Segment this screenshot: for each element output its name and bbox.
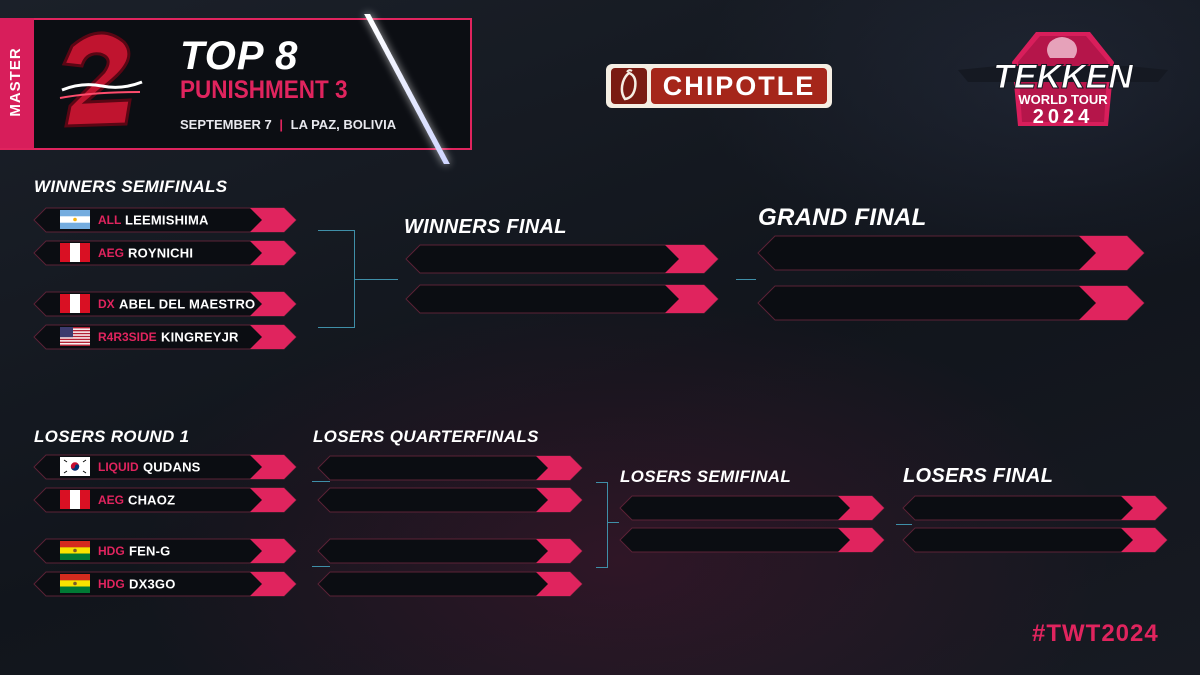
slot-shape	[405, 244, 719, 274]
slot-shape	[757, 285, 1145, 321]
connector-line	[355, 279, 398, 280]
slot-grand-final-2	[757, 285, 1145, 321]
slot-shape	[619, 495, 885, 521]
team-tag: DX	[98, 297, 115, 311]
team-tag: HDG	[98, 544, 125, 558]
peru-flag-icon	[60, 294, 90, 313]
slot-winners-semifinal-4: R4R3SIDE KINGREYJR	[33, 324, 297, 350]
slot-shape	[33, 487, 297, 513]
player-name: CHAOZ	[128, 492, 176, 508]
tekken-world-tour-logo: TEKKEN WORLD TOUR 2024	[958, 32, 1168, 128]
event-date-location: SEPTEMBER 7 | LA PAZ, BOLIVIA	[180, 117, 396, 132]
slot-shape	[757, 235, 1145, 271]
slot-shape	[33, 240, 297, 266]
peru-flag-icon	[60, 490, 90, 509]
heading-grand-final: GRAND FINAL	[758, 204, 927, 231]
slot-losers-round1-1: LIQUID QUDANS	[33, 454, 297, 480]
punishment-logo	[59, 31, 143, 128]
team-tag: AEG	[98, 246, 125, 260]
connector-line	[607, 522, 619, 523]
team-tag: AEG	[98, 493, 125, 507]
sponsor-name: CHIPOTLE	[651, 68, 827, 104]
usa-flag-icon	[60, 327, 90, 346]
slot-shape	[317, 538, 583, 564]
slot-shape	[33, 207, 297, 233]
slot-shape	[405, 284, 719, 314]
page-title: TOP 8	[180, 34, 299, 78]
connector-line	[607, 482, 608, 568]
slot-shape	[619, 527, 885, 553]
tekken-wordmark: TEKKEN	[993, 58, 1134, 96]
slot-shape	[33, 571, 297, 597]
peru-flag-icon	[60, 243, 90, 262]
player-name: KINGREYJR	[161, 329, 239, 345]
team-tag: R4R3SIDE	[98, 330, 157, 344]
tour-year: 2024	[1033, 106, 1094, 128]
south-korea-flag-icon	[60, 457, 90, 476]
team-tag: LIQUID	[98, 460, 139, 474]
slot-shape	[902, 527, 1168, 553]
connector-line	[596, 567, 608, 568]
bolivia-flag-icon	[60, 541, 90, 560]
slot-shape	[317, 455, 583, 481]
slot-losers-final-1	[902, 495, 1168, 521]
heading-winners-semifinals: WINNERS SEMIFINALS	[34, 177, 228, 196]
heading-losers-quarterfinals: LOSERS QUARTERFINALS	[313, 427, 539, 446]
team-tag: HDG	[98, 577, 125, 591]
player-name: DX3GO	[129, 576, 176, 592]
slot-shape	[33, 538, 297, 564]
slot-shape	[317, 487, 583, 513]
connector-line	[318, 230, 354, 231]
heading-losers-final: LOSERS FINAL	[903, 465, 1054, 487]
heading-losers-round1: LOSERS ROUND 1	[34, 427, 190, 446]
heading-losers-semifinal: LOSERS SEMIFINAL	[620, 467, 792, 486]
slot-losers-quarterfinal-3	[317, 538, 583, 564]
connector-line	[896, 524, 912, 525]
player-name: QUDANS	[143, 459, 201, 475]
slot-shape	[33, 454, 297, 480]
separator: |	[279, 117, 284, 132]
player-name: ROYNICHI	[128, 245, 194, 261]
slot-losers-quarterfinal-1	[317, 455, 583, 481]
chipotle-pepper-icon	[611, 68, 647, 104]
tier-strip	[0, 18, 34, 148]
slot-grand-final-1	[757, 235, 1145, 271]
slot-losers-round1-4: HDG DX3GO	[33, 571, 297, 597]
slot-losers-semifinal-1	[619, 495, 885, 521]
event-name: PUNISHMENT 3	[180, 76, 348, 104]
slot-losers-semifinal-2	[619, 527, 885, 553]
hashtag: #TWT2024	[1032, 620, 1159, 647]
connector-line	[596, 482, 608, 483]
slot-shape	[902, 495, 1168, 521]
player-name: ABEL DEL MAESTRO	[119, 296, 256, 312]
world-tour-text: WORLD TOUR	[1018, 92, 1108, 107]
heading-winners-final: WINNERS FINAL	[404, 216, 567, 238]
bolivia-flag-icon	[60, 574, 90, 593]
connector-line	[354, 230, 355, 327]
connector-line	[312, 566, 330, 567]
slot-losers-round1-3: HDG FEN-G	[33, 538, 297, 564]
slot-shape	[317, 571, 583, 597]
slot-shape	[33, 324, 297, 350]
connector-line	[736, 279, 756, 280]
slot-winners-final-1	[405, 244, 719, 274]
slot-shape	[33, 291, 297, 317]
slot-winners-final-2	[405, 284, 719, 314]
player-name: LEEMISHIMA	[125, 212, 209, 228]
argentina-flag-icon	[60, 210, 90, 229]
tier-label: MASTER	[7, 47, 24, 117]
team-tag: ALL	[98, 213, 122, 227]
event-date: SEPTEMBER 7	[180, 117, 272, 132]
slot-losers-quarterfinal-2	[317, 487, 583, 513]
slot-losers-quarterfinal-4	[317, 571, 583, 597]
connector-line	[312, 481, 330, 482]
connector-line	[318, 327, 355, 328]
slot-winners-semifinal-3: DX ABEL DEL MAESTRO	[33, 291, 297, 317]
slot-losers-final-2	[902, 527, 1168, 553]
player-name: FEN-G	[129, 543, 171, 559]
event-location: LA PAZ, BOLIVIA	[290, 117, 397, 132]
